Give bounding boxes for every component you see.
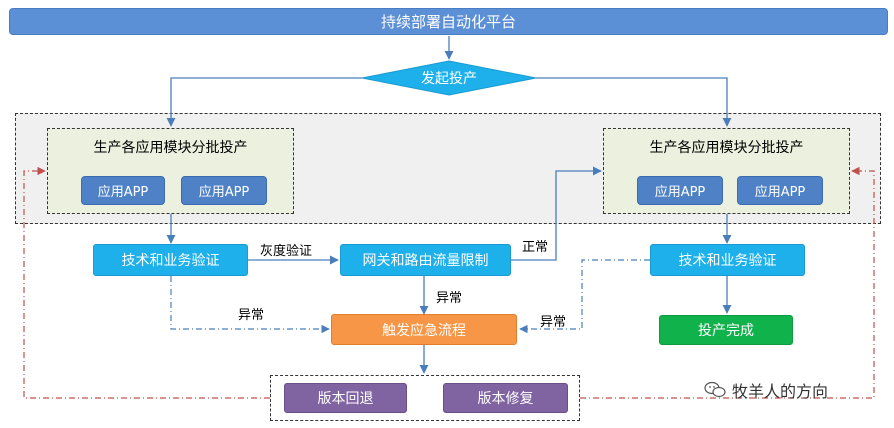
left-app-button-2[interactable]: 应用APP — [181, 176, 267, 205]
left-module-title: 生产各应用模块分批投产 — [93, 140, 248, 156]
left-app-button-1[interactable]: 应用APP — [81, 176, 165, 205]
verify-left-node[interactable]: 技术和业务验证 — [93, 244, 248, 276]
label-abnormal-right: 异常 — [540, 315, 567, 330]
label-gray-verify: 灰度验证 — [260, 244, 313, 259]
platform-title: 持续部署自动化平台 — [380, 13, 516, 31]
fix-button[interactable]: 版本修复 — [443, 383, 568, 413]
complete-node[interactable]: 投产完成 — [659, 315, 793, 345]
label-normal: 正常 — [522, 240, 549, 255]
verify-right-node[interactable]: 技术和业务验证 — [650, 244, 805, 276]
rollback-button[interactable]: 版本回退 — [284, 383, 407, 413]
right-module-title: 生产各应用模块分批投产 — [649, 140, 804, 156]
right-module-group: 生产各应用模块分批投产 应用APP 应用APP — [603, 128, 850, 214]
emergency-node[interactable]: 触发应急流程 — [331, 314, 517, 345]
right-app-button-2[interactable]: 应用APP — [737, 176, 823, 205]
arrow-recovery-to-left-module — [23, 166, 270, 399]
platform-header: 持续部署自动化平台 — [9, 8, 888, 35]
arrow-left-verify-to-emergency — [170, 276, 330, 334]
right-app-button-1[interactable]: 应用APP — [637, 176, 723, 205]
watermark: 牧羊人的方向 — [704, 378, 828, 402]
watermark-text: 牧羊人的方向 — [732, 382, 829, 401]
label-abnormal-mid: 异常 — [436, 291, 463, 306]
arrow-gateway-to-right-module — [511, 166, 602, 261]
decision-diamond[interactable] — [361, 60, 537, 96]
decision-label: 发起投产 — [421, 71, 477, 87]
arrow-decision-to-right-module — [536, 77, 732, 127]
arrow-recovery-to-right-module — [580, 166, 875, 399]
label-abnormal-left: 异常 — [238, 308, 265, 323]
chat-bubble-icon — [704, 381, 726, 398]
arrow-decision-to-left-module — [166, 77, 362, 127]
gateway-node[interactable]: 网关和路由流量限制 — [340, 244, 511, 276]
left-module-group: 生产各应用模块分批投产 应用APP 应用APP — [47, 128, 294, 214]
